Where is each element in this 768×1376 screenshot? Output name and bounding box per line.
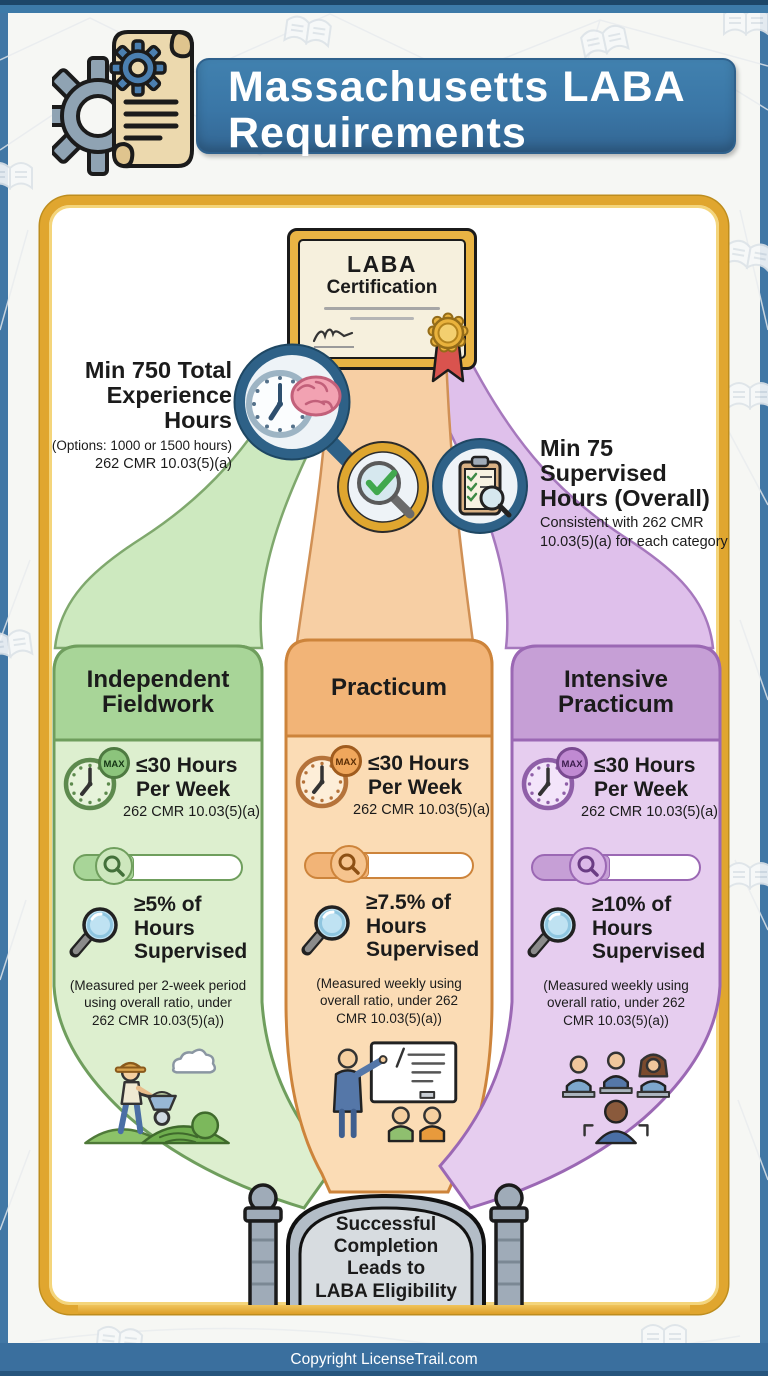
column-practicum: Practicum MAX ≤30 Hours Per Week 262 CMR…: [286, 640, 492, 1145]
meeting-illustration: [562, 1051, 671, 1145]
supervision-row: ≥7.5% of Hours Supervised: [286, 891, 492, 967]
page-title: Massachusetts LABA Requirements: [228, 63, 686, 157]
max-badge-label: MAX: [561, 759, 583, 770]
certificate-rule-line: [324, 307, 440, 310]
magnifier-icon: [66, 903, 124, 961]
supervised-hours-title: Min 75 Supervised Hours (Overall): [540, 435, 710, 512]
certificate-title: LABA: [347, 251, 417, 277]
check-magnifier-icon: [337, 441, 429, 533]
supervision-slider: [304, 845, 474, 883]
supervision-note: (Measured per 2-week period using overal…: [69, 978, 247, 1028]
gate-message: Successful Completion Leads to LABA Elig…: [315, 1214, 457, 1302]
supervised-hours-block: Min 75 Supervised Hours (Overall) Consis…: [540, 435, 752, 551]
clipboard-checklist-icon: [432, 438, 528, 534]
signature-squiggle: [312, 328, 354, 348]
supervision-slider: [73, 847, 243, 885]
column-header: Independent Fieldwork: [86, 665, 230, 718]
slider-magnifier-knob: [569, 847, 607, 885]
magnifier-icon: [298, 901, 356, 959]
fieldwork-illustration: [84, 1048, 230, 1145]
experience-hours-block: Min 750 Total Experience Hours (Options:…: [30, 357, 232, 473]
slider-magnifier-knob: [95, 847, 133, 885]
column-header: Practicum: [330, 674, 448, 702]
column-intensive-practicum: Intensive Practicum MAX ≤30 Hours Per We…: [512, 646, 720, 1147]
supervision-text: ≥10% of Hours Supervised: [592, 893, 706, 964]
certificate-subtitle: Certification: [326, 277, 438, 298]
experience-hours-title: Min 750 Total Experience Hours: [84, 357, 232, 434]
weekly-hours-row: MAX ≤30 Hours Per Week 262 CMR 10.03(5)(…: [286, 745, 492, 818]
experience-hours-regulation: 262 CMR 10.03(5)(a): [95, 456, 232, 473]
top-frame-strip: [0, 0, 768, 13]
panel-bottom-border: [78, 1305, 690, 1314]
supervision-text: ≥5% of Hours Supervised: [134, 893, 248, 964]
weekly-hours-text: ≤30 Hours Per Week: [594, 754, 696, 801]
column-header: Intensive Practicum: [557, 665, 675, 718]
certificate-seal-icon: [427, 312, 469, 383]
gear-document-icon: [52, 30, 194, 176]
supervision-row: ≥10% of Hours Supervised: [512, 893, 720, 969]
teaching-illustration: [332, 1041, 458, 1143]
weekly-hours-regulation: 262 CMR 10.03(5)(a): [353, 802, 490, 818]
certificate-rule-line: [350, 317, 414, 320]
column-independent-fieldwork: Independent Fieldwork MAX ≤30 Hours Per …: [54, 646, 262, 1147]
supervision-slider: [531, 847, 701, 885]
laba-certificate: LABA Certification: [287, 228, 477, 383]
supervision-text: ≥7.5% of Hours Supervised: [366, 891, 480, 962]
copyright-text: Copyright LicenseTrail.com: [290, 1350, 478, 1368]
max-badge-label: MAX: [335, 757, 357, 768]
weekly-hours-text: ≤30 Hours Per Week: [136, 754, 238, 801]
slider-magnifier-knob: [330, 845, 368, 883]
supervision-note: (Measured weekly using overall ratio, un…: [543, 978, 689, 1028]
supervised-hours-note: Consistent with 262 CMR 10.03(5)(a) for …: [540, 515, 728, 550]
weekly-hours-row: MAX ≤30 Hours Per Week 262 CMR 10.03(5)(…: [512, 747, 720, 820]
max-badge-label: MAX: [103, 759, 125, 770]
weekly-hours-regulation: 262 CMR 10.03(5)(a): [581, 804, 718, 820]
footer-bar: Copyright LicenseTrail.com: [0, 1343, 768, 1376]
weekly-hours-row: MAX ≤30 Hours Per Week 262 CMR 10.03(5)(…: [54, 747, 262, 820]
weekly-hours-regulation: 262 CMR 10.03(5)(a): [123, 804, 260, 820]
certificate-paper: LABA Certification: [298, 239, 469, 383]
supervision-note: (Measured weekly using overall ratio, un…: [316, 976, 462, 1026]
weekly-hours-text: ≤30 Hours Per Week: [368, 752, 470, 799]
magnifier-icon: [524, 903, 582, 961]
experience-hours-options: (Options: 1000 or 1500 hours): [51, 438, 232, 454]
supervision-row: ≥5% of Hours Supervised: [54, 893, 262, 969]
title-banner: Massachusetts LABA Requirements: [196, 58, 736, 157]
